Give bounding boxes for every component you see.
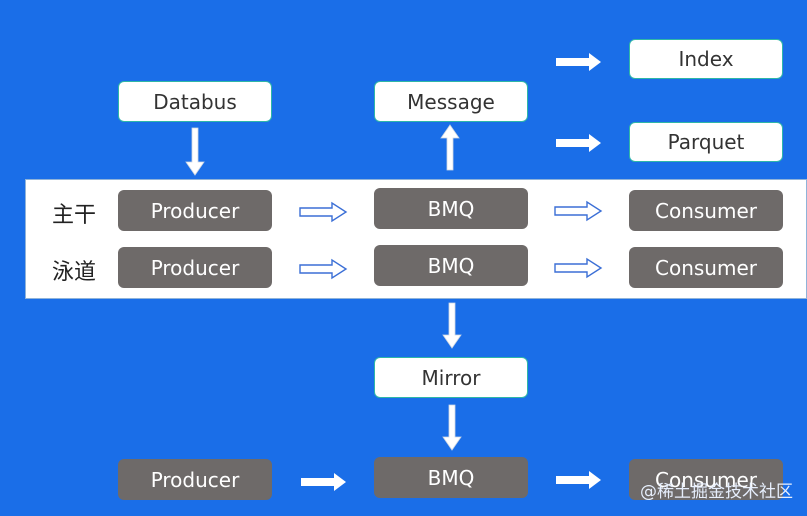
index-node: Index xyxy=(629,39,783,79)
bmq-node-swimlane: BMQ xyxy=(374,245,528,286)
arrow-right-outline-icon xyxy=(554,200,603,222)
arrow-right-icon xyxy=(556,53,601,71)
consumer-node-main: Consumer xyxy=(629,190,783,231)
arrow-right-icon xyxy=(301,473,346,491)
lane-label-swimlane: 泳道 xyxy=(52,260,97,285)
lane-label-main: 主干 xyxy=(52,203,97,228)
producer-node-swimlane: Producer xyxy=(118,247,272,288)
arrow-down-icon xyxy=(185,127,205,176)
mirror-node: Mirror xyxy=(374,357,528,398)
arrow-right-icon xyxy=(556,134,601,152)
producer-node-bottom: Producer xyxy=(118,459,272,500)
arrow-right-outline-icon xyxy=(299,201,348,223)
bmq-node-bottom: BMQ xyxy=(374,457,528,498)
parquet-node: Parquet xyxy=(629,122,783,162)
arrow-up-icon xyxy=(440,124,460,171)
arrow-down-icon xyxy=(442,302,462,349)
consumer-node-bottom: Consumer xyxy=(629,459,783,500)
databus-node: Databus xyxy=(118,81,272,122)
arrow-right-outline-icon xyxy=(554,257,603,279)
arrow-down-icon xyxy=(442,404,462,451)
producer-node-main: Producer xyxy=(118,190,272,231)
bmq-node-main: BMQ xyxy=(374,188,528,229)
consumer-node-swimlane: Consumer xyxy=(629,247,783,288)
watermark-text: @稀土掘金技术社区 xyxy=(640,482,793,502)
arrow-right-outline-icon xyxy=(299,258,348,280)
arrow-right-icon xyxy=(556,471,601,489)
message-node: Message xyxy=(374,81,528,122)
